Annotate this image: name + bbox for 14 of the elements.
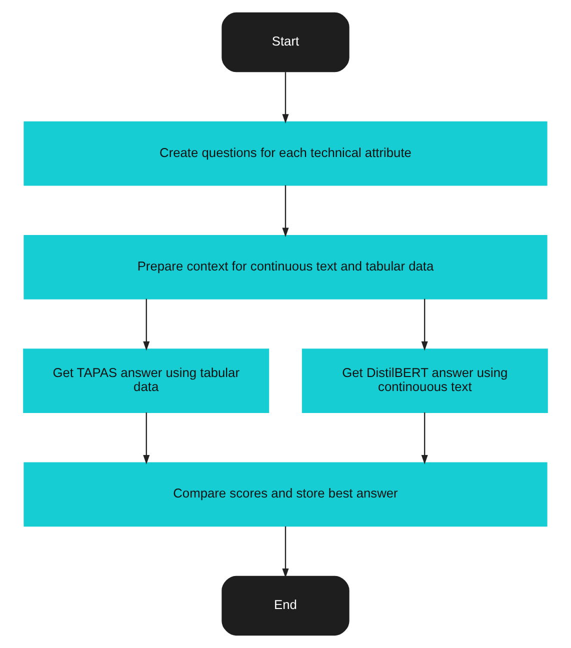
arrow <box>282 185 289 238</box>
node-box: Start <box>222 12 350 72</box>
node-box: Get DistilBERT answer using continouous text <box>302 348 548 414</box>
node-box: Compare scores and store best answer <box>24 462 548 527</box>
arrow <box>143 298 150 351</box>
node-box: Create questions for each technical attribute <box>24 121 548 186</box>
arrow <box>421 412 428 464</box>
arrow <box>143 412 150 464</box>
node-box: Get TAPAS answer using tabular data <box>23 348 270 414</box>
arrow <box>421 298 428 351</box>
node-box: Prepare context for continuous text and tabular data <box>24 234 548 300</box>
node-box: End <box>222 576 350 636</box>
arrow <box>282 72 289 124</box>
arrow <box>282 526 289 578</box>
